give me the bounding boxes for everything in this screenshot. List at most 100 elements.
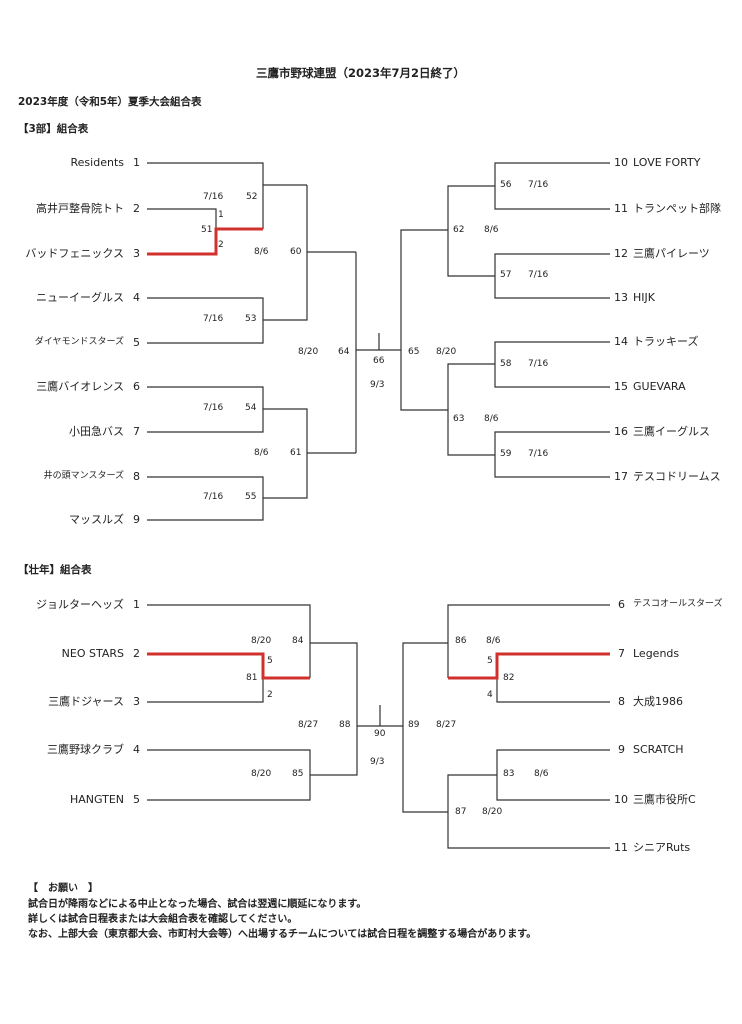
match-number: 82 (503, 673, 515, 683)
match-number: 51 (201, 225, 213, 235)
bracket-line (147, 678, 264, 703)
match-seed-mark: 2 (267, 690, 273, 700)
match-number: 56 (500, 180, 512, 190)
team-seed: 7 (618, 647, 625, 660)
team-name: 三鷹イーグルス (633, 425, 710, 438)
match-number: 87 (455, 807, 467, 817)
match-date: 8/20 (251, 769, 272, 779)
winner-path (448, 652, 610, 680)
notes-line: 詳しくは試合日程表または大会組合表を確認してください。 (28, 914, 298, 925)
match-number: 90 (374, 729, 386, 739)
match-number: 81 (246, 673, 258, 683)
page-title: 三鷹市野球連盟（2023年7月2日終了） (256, 66, 466, 80)
match-date: 9/3 (370, 380, 385, 390)
match-date: 8/20 (482, 807, 503, 817)
team-seed: 3 (133, 695, 140, 708)
bracket-line (447, 604, 610, 678)
match-date: 7/16 (528, 449, 549, 459)
bracket-line (263, 185, 308, 321)
match-date: 8/6 (534, 769, 549, 779)
match-seed-mark: 4 (487, 690, 493, 700)
team-name: トランペット部隊 (633, 202, 721, 215)
match-date: 8/6 (486, 636, 501, 646)
match-number: 83 (503, 769, 515, 779)
team-seed: 16 (614, 425, 628, 438)
team-name: 三鷹パイレーツ (633, 247, 710, 260)
match-number: 61 (290, 448, 302, 458)
team-name: 井の頭マンスターズ (43, 471, 124, 481)
match-number: 57 (500, 270, 512, 280)
team-name: SCRATCH (633, 743, 684, 756)
team-name: 三鷹バイオレンス (36, 380, 124, 393)
notes-heading: 【 お願い 】 (28, 883, 98, 894)
match-date: 7/16 (528, 270, 549, 280)
team-seed: 4 (133, 743, 140, 756)
team-name: LOVE FORTY (633, 156, 701, 169)
match-date: 9/3 (370, 757, 385, 767)
team-seed: 8 (133, 470, 140, 483)
match-number: 89 (408, 720, 420, 730)
team-seed: 9 (133, 513, 140, 526)
match-seed-mark: 5 (267, 656, 273, 666)
team-name: トラッキーズ (633, 335, 699, 348)
bracket-line (147, 162, 264, 229)
team-seed: 13 (614, 291, 628, 304)
match-date: 8/27 (298, 720, 319, 730)
team-name: テスコオールスターズ (633, 599, 723, 609)
team-seed: 5 (133, 336, 140, 349)
team-seed: 11 (614, 202, 628, 215)
match-number: 53 (245, 314, 257, 324)
match-number: 65 (408, 347, 420, 357)
team-name: ジョルターヘッズ (36, 598, 124, 611)
match-date: 7/16 (203, 314, 224, 324)
team-name: 三鷹市役所C (633, 793, 696, 806)
team-seed: 2 (133, 202, 140, 215)
match-date: 8/20 (298, 347, 319, 357)
match-date: 8/6 (484, 414, 499, 424)
team-seed: 7 (133, 425, 140, 438)
bracket-line (400, 229, 448, 411)
notes-line: 試合日が降雨などによる中止となった場合、試合は翌週に順延になります。 (28, 899, 367, 910)
team-seed: 10 (614, 156, 628, 169)
match-date: 7/16 (203, 192, 224, 202)
team-seed: 14 (614, 335, 628, 348)
notes-line: なお、上部大会（東京都大会、市町村大会等）へ出場するチームについては試合日程を調… (28, 929, 537, 940)
team-name: バッドフェニックス (25, 247, 124, 260)
team-name: テスコドリームス (633, 470, 721, 483)
match-number: 54 (245, 403, 257, 413)
team-seed: 6 (618, 598, 625, 611)
bracket-line (494, 162, 610, 210)
match-number: 84 (292, 636, 304, 646)
match-date: 7/16 (528, 180, 549, 190)
team-seed: 3 (133, 247, 140, 260)
team-seed: 4 (133, 291, 140, 304)
match-date: 8/27 (436, 720, 457, 730)
match-number: 52 (246, 192, 258, 202)
match-seed-mark: 2 (218, 240, 224, 250)
bracket-line (494, 341, 610, 388)
match-number: 85 (292, 769, 304, 779)
team-name: 大成1986 (633, 695, 683, 708)
team-name: ダイヤモンドスターズ (34, 337, 124, 347)
match-date: 7/16 (528, 359, 549, 369)
bracket-line (147, 208, 217, 229)
team-name: HANGTEN (69, 793, 124, 806)
match-number: 55 (245, 492, 257, 502)
team-name: GUEVARA (633, 380, 686, 393)
team-name: 三鷹野球クラブ (47, 743, 124, 756)
match-date: 8/20 (251, 636, 272, 646)
division-label: 【3部】組合表 (18, 123, 89, 135)
winner-path (147, 652, 310, 680)
match-date: 8/6 (254, 247, 269, 257)
team-seed: 1 (133, 598, 140, 611)
team-name: 三鷹ドジャース (48, 695, 124, 708)
match-date: 7/16 (203, 492, 224, 502)
match-number: 59 (500, 449, 512, 459)
bracket-line (494, 253, 610, 299)
team-seed: 5 (133, 793, 140, 806)
match-date: 8/6 (254, 448, 269, 458)
match-number: 86 (455, 636, 467, 646)
bracket-line (310, 642, 358, 776)
division-label: 【壮年】組合表 (18, 564, 92, 576)
team-seed: 10 (614, 793, 628, 806)
